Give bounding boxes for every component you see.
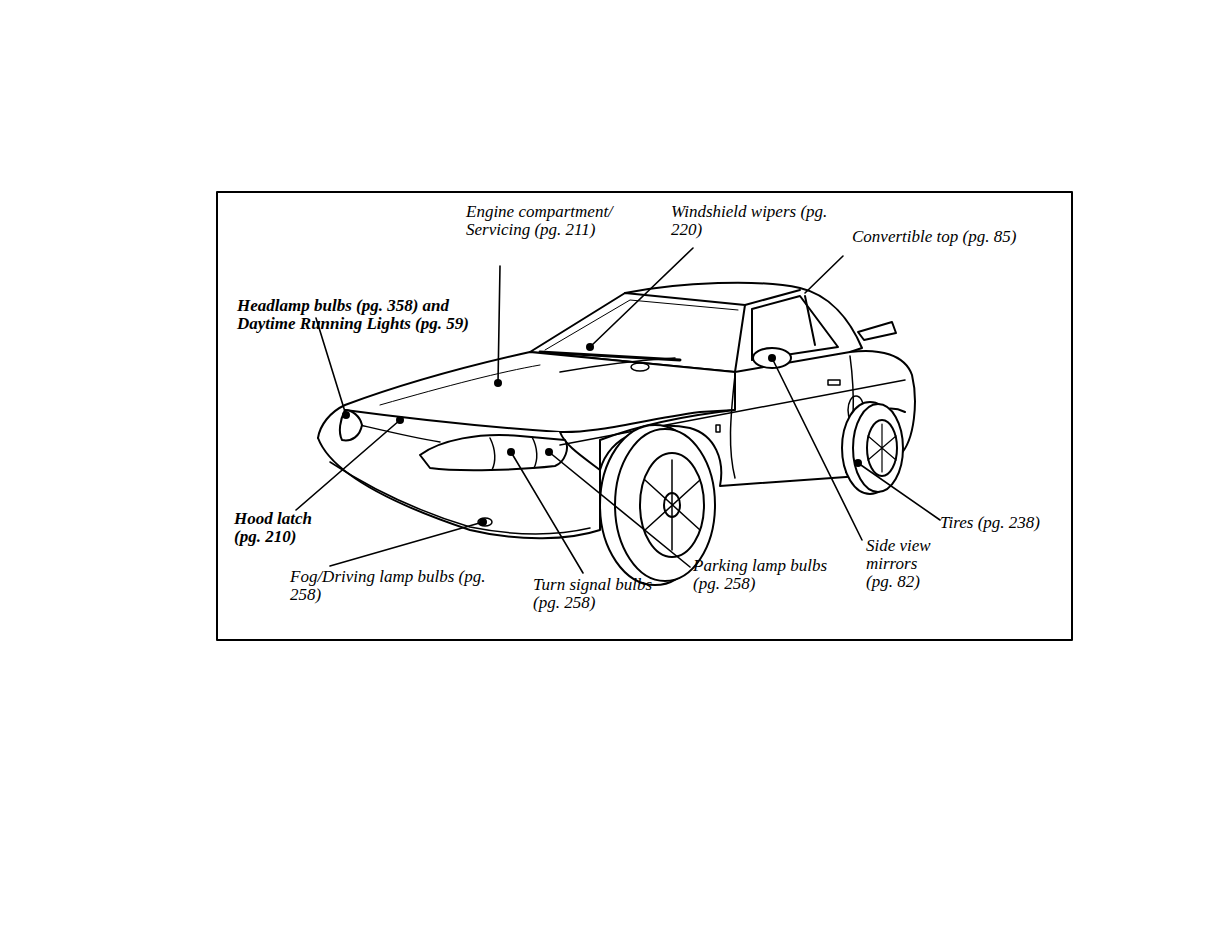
frame [217,192,1072,640]
callout-label: Tires (pg. 238) [940,514,1040,532]
callout-label: Windshield wipers (pg. 220) [671,203,831,239]
callout-label: Convertible top (pg. 85) [852,228,1016,246]
callout-label: Side view mirrors (pg. 82) [866,537,948,591]
leader-dots [342,343,862,526]
callout-label: Headlamp bulbs (pg. 358) and Daytime Run… [237,297,482,333]
callout-label: Fog/Driving lamp bulbs (pg. 258) [290,568,495,604]
callout-label: Turn signal bulbs (pg. 258) [533,576,683,612]
callout-label: Hood latch (pg. 210) [234,510,334,546]
callout-label: Parking lamp bulbs (pg. 258) [693,557,858,593]
callout-label: Engine compartment/ Servicing (pg. 211) [466,203,631,239]
